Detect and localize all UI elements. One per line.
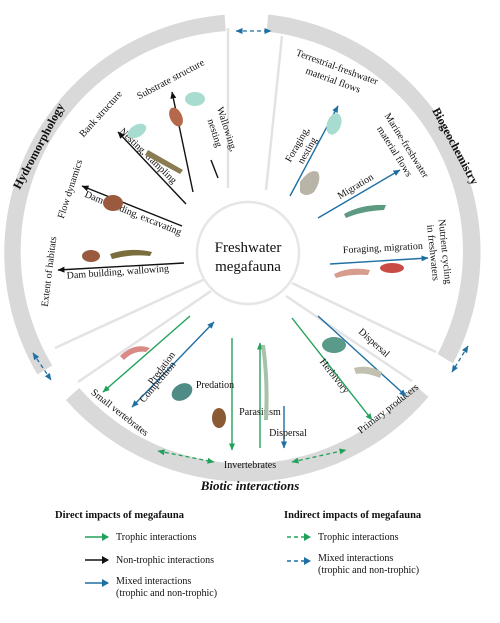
divider-left-2 — [77, 289, 212, 384]
biotic-dispersal-label-1: Dispersal — [269, 428, 307, 439]
arrow-herbivory — [291, 317, 373, 421]
arrow-migration — [317, 169, 401, 219]
animal-frog-icon — [212, 408, 226, 428]
arrow-indirect-invertebrates-producers — [291, 448, 347, 464]
legend-direct-mixed-symbol — [85, 579, 109, 587]
arrow-wallowing-tail — [210, 159, 219, 179]
legend-indirect-mixed-2: (trophic and non-trophic) — [318, 565, 420, 576]
legend: Direct impacts of megafauna Indirect imp… — [0, 508, 500, 623]
legend-direct-nontrophic: Non-trophic interactions — [116, 555, 215, 566]
center-label-line1: Freshwater — [215, 240, 282, 256]
legend-indirect-trophic: Trophic interactions — [318, 532, 399, 543]
legend-direct-mixed-1: Mixed interactions — [116, 576, 192, 587]
animal-beaver-icon — [103, 195, 123, 211]
arrow-indirect-left — [32, 352, 52, 381]
animal-otter-crocodile-icon — [82, 249, 152, 262]
arrow-indirect-small-vert-invertebrates — [157, 449, 215, 464]
bio-migration-label: Migration — [336, 172, 376, 202]
sector-dividers — [54, 28, 437, 384]
legend-indirect-title: Indirect impacts of megafauna — [284, 510, 422, 521]
biotic-predation-label-2: Predation — [196, 380, 234, 391]
animal-salmon-icon — [120, 346, 150, 360]
legend-indirect-mixed-symbol — [287, 557, 311, 565]
arrow-foraging-migration — [329, 255, 429, 265]
hydro-dam-excavating-label: Dam building, excavating — [83, 189, 183, 238]
animal-hippo-icon — [169, 92, 205, 127]
animal-sturgeon-icon — [344, 204, 386, 218]
legend-indirect-mixed-1: Mixed interactions — [318, 553, 394, 564]
arrow-indirect-right — [451, 345, 469, 373]
divider-left — [54, 277, 206, 350]
animal-dolphin-icon — [334, 268, 370, 278]
divider-top-2 — [264, 35, 284, 191]
legend-indirect-trophic-symbol — [287, 533, 311, 541]
legend-direct-mixed-2: (trophic and non-trophic) — [116, 588, 218, 599]
ring-segment-biogeochemistry — [266, 14, 481, 364]
center-label-line2: megafauna — [215, 259, 281, 275]
section-title-biotic: Biotic interactions — [200, 478, 300, 493]
section-title-hydromorphology: Hydromorphology — [10, 101, 67, 192]
divider-right-2 — [285, 294, 413, 383]
arrow-dam-excavating — [81, 185, 183, 227]
legend-direct-trophic-symbol — [85, 533, 109, 541]
animal-manatee-icon — [354, 366, 382, 378]
animal-catfish-icon — [171, 383, 193, 401]
animal-bird-icon — [326, 113, 342, 135]
legend-direct-trophic: Trophic interactions — [116, 532, 197, 543]
hydro-dam-wallowing-label: Dam building, wallowing — [66, 263, 169, 281]
animal-fish-icon — [322, 337, 346, 353]
animal-red-fish-icon — [380, 263, 404, 273]
center-circle — [195, 200, 301, 306]
biotic-invertebrates-label: Invertebrates — [224, 460, 276, 471]
animal-turtle-icon — [127, 123, 183, 174]
legend-direct-nontrophic-symbol — [85, 556, 109, 564]
biotic-herbivory-label: Herbivory — [317, 357, 351, 396]
hydro-extent-label: Extent of habitats — [40, 236, 60, 307]
biotic-parasitism-label: Parasitism — [239, 407, 281, 418]
animal-bear-icon — [300, 171, 320, 195]
arrow-dispersal-2 — [317, 315, 407, 397]
hydro-flow-label: Flow dynamics — [56, 158, 85, 220]
divider-right — [291, 281, 437, 354]
arrow-nesting-trampling — [117, 131, 187, 205]
animal-eel-icon — [261, 345, 269, 420]
ring-segment-hydromorphology — [4, 14, 226, 375]
bio-foraging-migration-label: Foraging, migration — [343, 241, 423, 256]
legend-direct-title: Direct impacts of megafauna — [55, 510, 184, 521]
arrow-dam-wallowing — [57, 262, 185, 273]
arrow-competition — [131, 321, 215, 408]
